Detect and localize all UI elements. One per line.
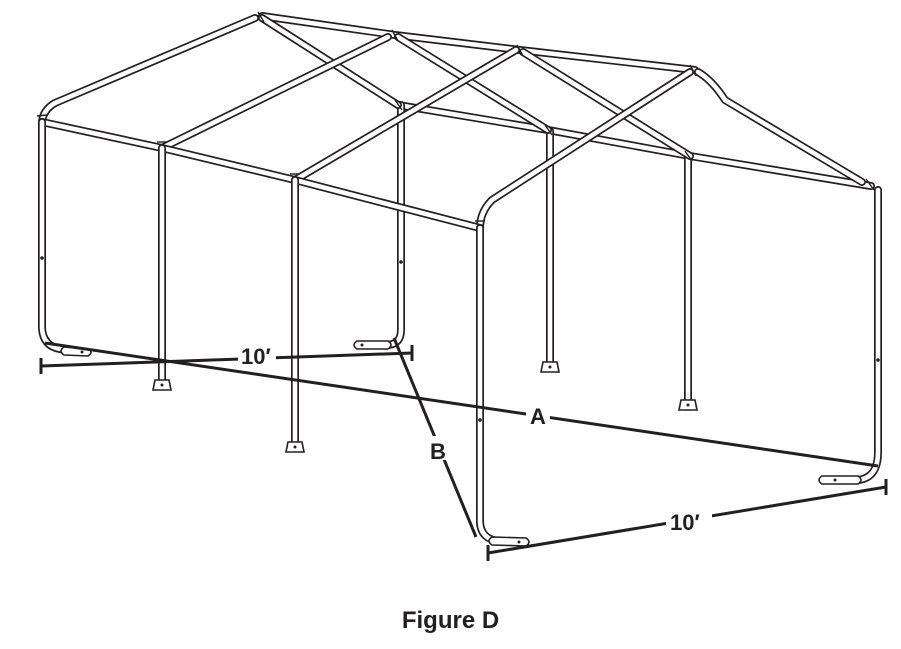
- foot-plate: [353, 340, 392, 350]
- back-frame: [371, 101, 882, 484]
- foot-plate: [818, 475, 862, 485]
- label-diagonal-b: B: [430, 439, 446, 464]
- front-frame: [38, 118, 522, 546]
- foot-plate: [488, 536, 530, 547]
- dimension-line-diagonal-a: [44, 341, 879, 468]
- dimension-labels: 10′ A B 10′: [238, 344, 712, 535]
- label-front-width: 10′: [670, 510, 700, 535]
- dimension-line-back-width: [40, 351, 413, 368]
- leg-bolt-holes: [40, 256, 880, 422]
- label-back-width: 10′: [241, 344, 271, 369]
- foot-plates: [60, 340, 862, 547]
- joint-seams: [36, 11, 875, 222]
- label-diagonal-a: A: [530, 404, 546, 429]
- roof-frame: [38, 12, 866, 232]
- figure-caption: Figure D: [401, 607, 500, 634]
- measurement-lines: [39, 337, 888, 561]
